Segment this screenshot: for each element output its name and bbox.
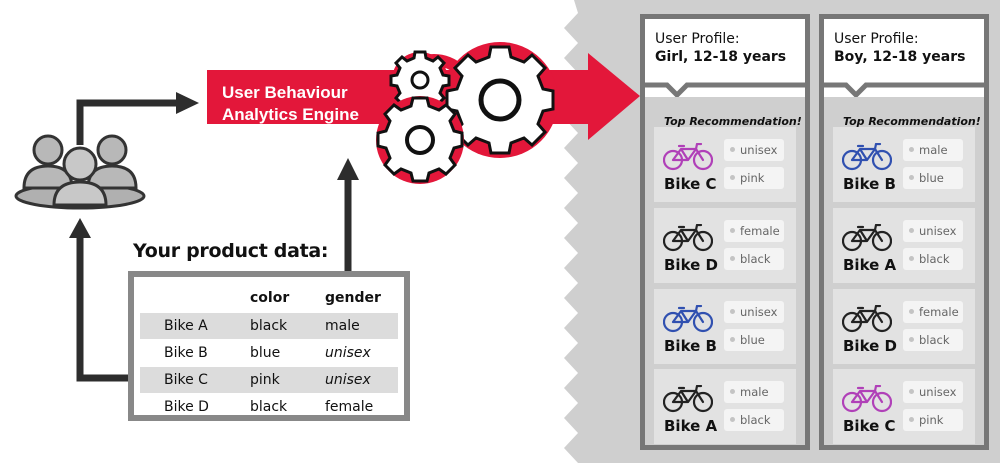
users-to-engine-arrowhead	[176, 92, 199, 114]
row-color: pink	[250, 372, 280, 388]
data-to-users-arrow	[76, 236, 128, 382]
attribute-tag: black	[903, 329, 963, 351]
attribute-tag: pink	[903, 409, 963, 431]
row-gender: male	[325, 318, 360, 334]
bike-name: Bike B	[843, 175, 896, 193]
engine-title-line1: User Behaviour	[222, 83, 348, 102]
data-to-users-arrowhead	[69, 218, 91, 238]
bicycle-icon	[842, 143, 892, 171]
row-color: blue	[250, 345, 281, 361]
table-row: Bike A black male	[140, 313, 398, 339]
top-recommendation-label: Top Recommendation!	[664, 115, 802, 128]
row-name: Bike C	[164, 372, 208, 388]
attribute-tag: black	[724, 409, 784, 431]
profile-header-line2: Boy, 12-18 years	[834, 49, 966, 65]
product-data-table: color gender Bike A black male Bike B bl…	[128, 271, 410, 421]
attribute-tag: female	[724, 220, 784, 242]
bicycle-icon	[663, 143, 713, 171]
attribute-tag: unisex	[903, 381, 963, 403]
row-gender: unisex	[325, 372, 371, 388]
gears-icon	[376, 42, 558, 184]
data-to-engine-arrowhead	[337, 158, 359, 180]
profile-header: User Profile: Girl, 12-18 years	[655, 30, 786, 66]
bicycle-icon	[842, 224, 892, 252]
profile-header-line1: User Profile:	[655, 31, 740, 47]
bike-name: Bike D	[843, 337, 897, 355]
engine-title: User Behaviour Analytics Engine	[222, 82, 402, 126]
column-header-color: color	[250, 290, 290, 306]
row-color: black	[250, 399, 288, 415]
profile-header-line1: User Profile:	[834, 31, 919, 47]
bike-name: Bike C	[664, 175, 717, 193]
profile-divider	[645, 82, 805, 97]
bike-name: Bike A	[843, 256, 897, 274]
top-recommendation-label: Top Recommendation!	[843, 115, 981, 128]
row-name: Bike B	[164, 345, 208, 361]
attribute-tag: black	[903, 248, 963, 270]
profile-header: User Profile: Boy, 12-18 years	[834, 30, 965, 66]
attribute-tag: blue	[724, 329, 784, 351]
bicycle-icon	[842, 385, 892, 413]
table-row: Bike B blue unisex	[140, 340, 398, 366]
bike-name: Bike A	[664, 417, 718, 435]
bike-name: Bike B	[664, 337, 717, 355]
users-group-icon	[14, 134, 146, 210]
attribute-tag: female	[903, 301, 963, 323]
product-data-heading: Your product data:	[133, 240, 329, 262]
table-header-row: color gender	[140, 285, 398, 311]
bike-card: Bike C unisex pink	[654, 127, 796, 202]
bike-name: Bike C	[843, 417, 896, 435]
bike-name: Bike D	[664, 256, 718, 274]
table-row: Bike D black female	[140, 394, 398, 420]
bicycle-icon	[663, 224, 713, 252]
bike-card: Bike D female black	[654, 208, 796, 283]
bike-card: Bike A unisex black	[833, 208, 975, 283]
profile-header-line2: Girl, 12-18 years	[655, 49, 787, 65]
bicycle-icon	[663, 305, 713, 333]
attribute-tag: blue	[903, 167, 963, 189]
users-to-engine-arrow	[76, 99, 178, 145]
attribute-tag: unisex	[903, 220, 963, 242]
engine-title-line2: Analytics Engine	[222, 105, 359, 124]
bike-card: Bike D female black	[833, 289, 975, 364]
row-name: Bike D	[164, 399, 209, 415]
column-header-gender: gender	[325, 290, 381, 306]
table-row: Bike C pink unisex	[140, 367, 398, 393]
attribute-tag: black	[724, 248, 784, 270]
row-color: black	[250, 318, 288, 334]
bike-card: Bike B unisex blue	[654, 289, 796, 364]
attribute-tag: male	[903, 139, 963, 161]
bike-card: Bike B male blue	[833, 127, 975, 202]
attribute-tag: pink	[724, 167, 784, 189]
bike-card: Bike C unisex pink	[833, 369, 975, 444]
bicycle-icon	[663, 385, 713, 413]
attribute-tag: unisex	[724, 301, 784, 323]
attribute-tag: unisex	[724, 139, 784, 161]
bicycle-icon	[842, 305, 892, 333]
row-gender: female	[325, 399, 374, 415]
bike-card: Bike A male black	[654, 369, 796, 444]
row-gender: unisex	[325, 345, 371, 361]
profile-divider	[824, 82, 984, 97]
row-name: Bike A	[164, 318, 208, 334]
attribute-tag: male	[724, 381, 784, 403]
